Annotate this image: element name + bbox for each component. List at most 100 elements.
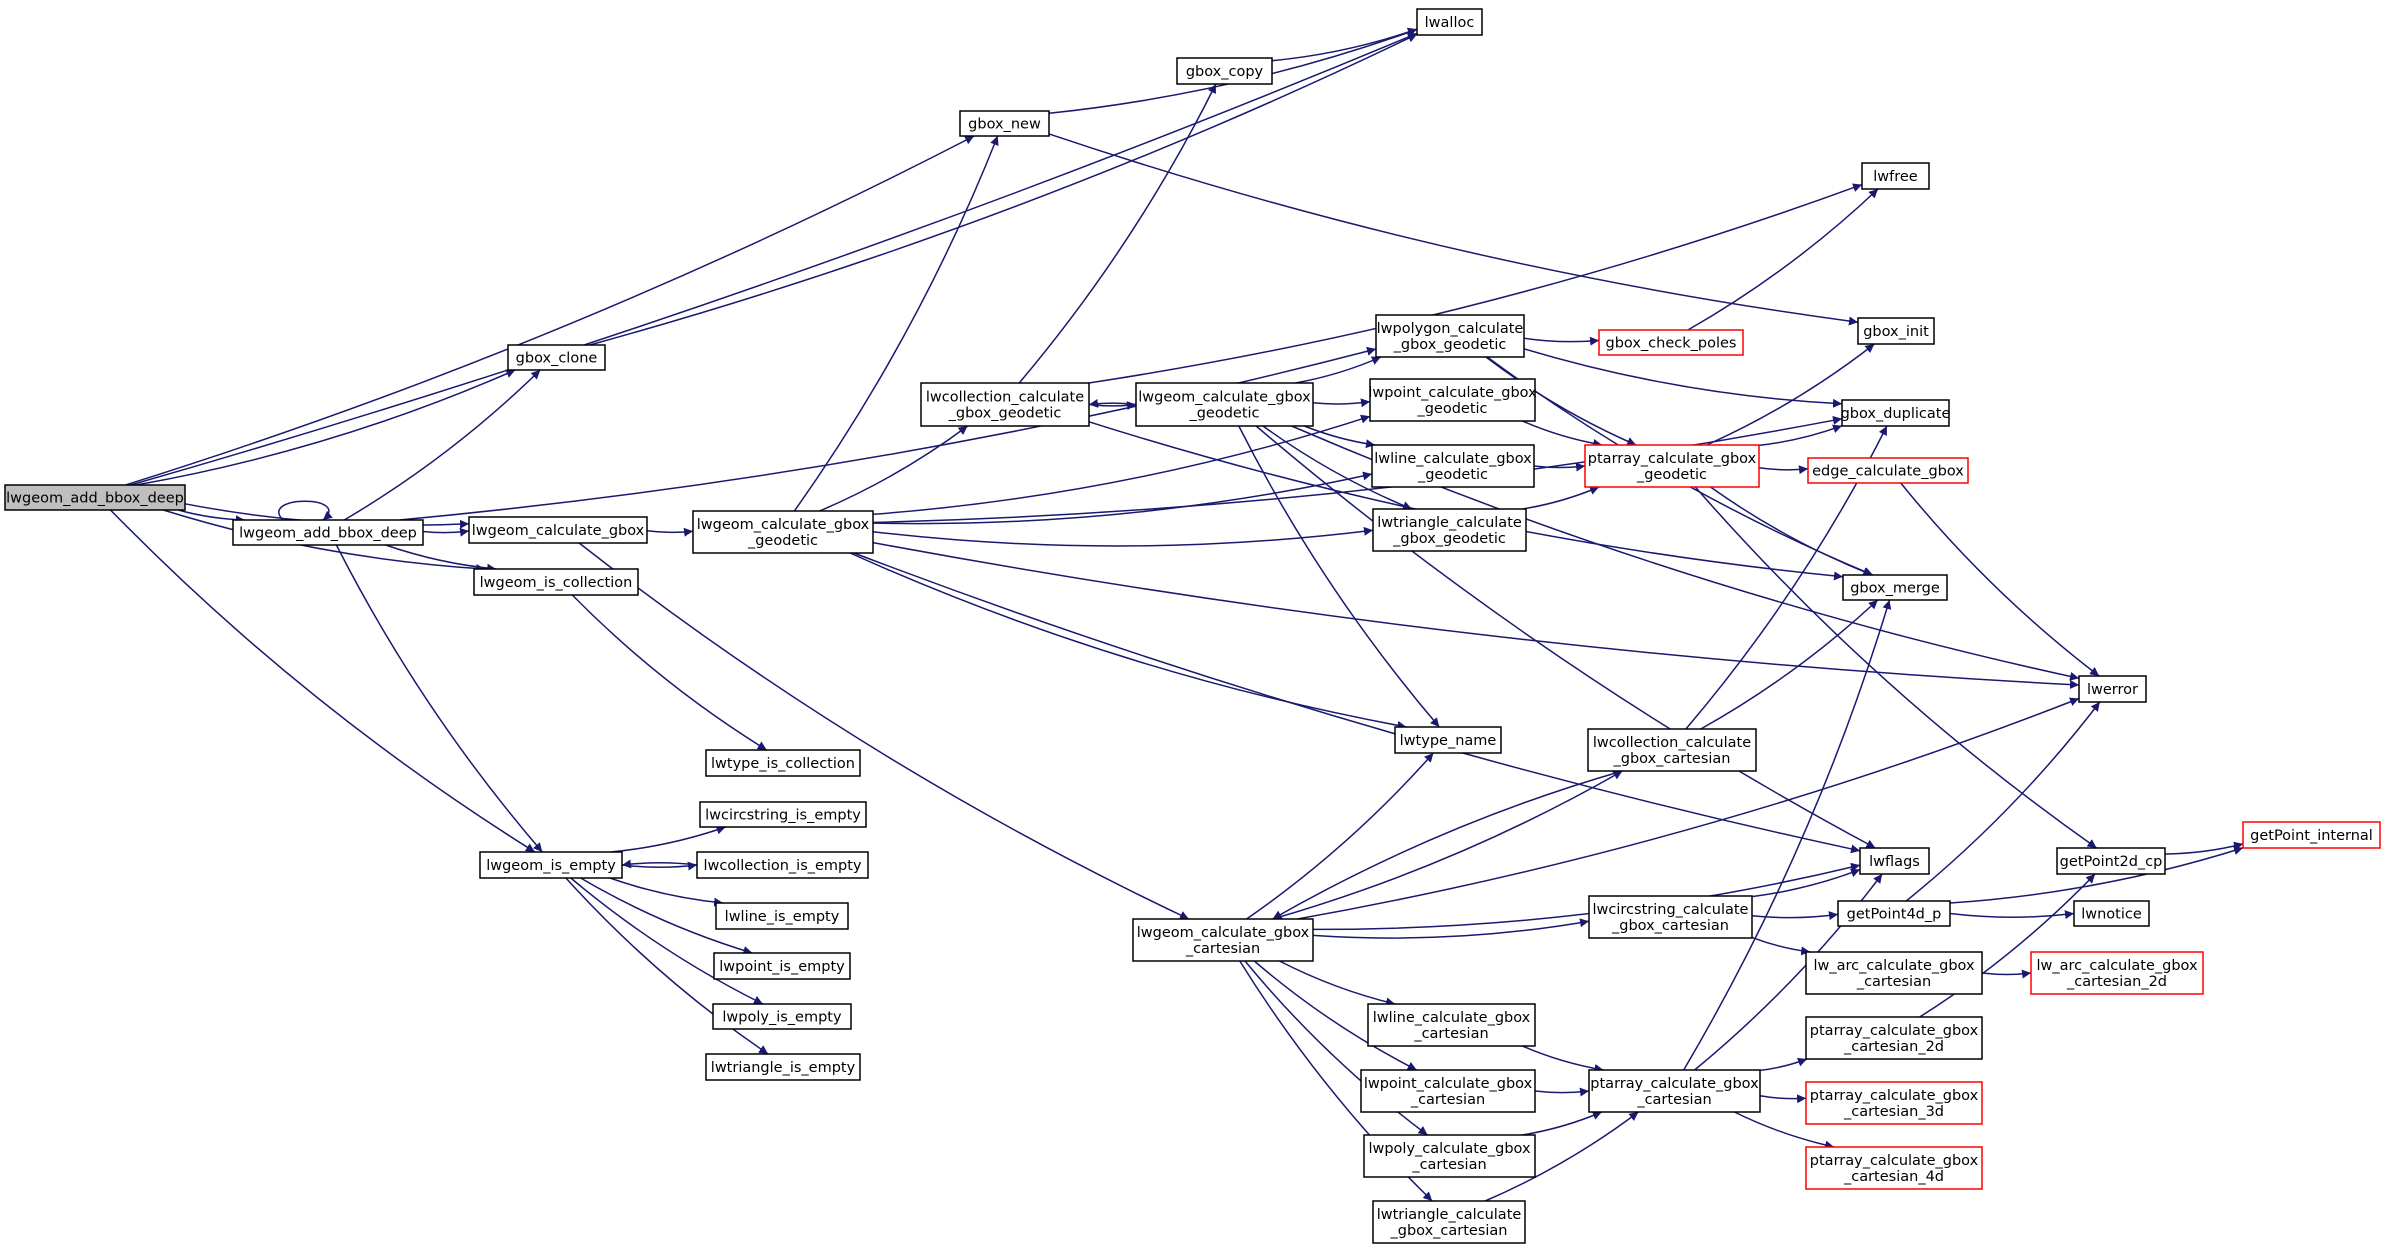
node-gbox-clone[interactable]: gbox_clone <box>507 344 606 371</box>
node-lwcoll-cart[interactable]: lwcollection_calculate_gbox_cartesian <box>1587 728 1757 772</box>
node-label: gbox_new <box>968 117 1041 133</box>
node-lwtriangle-empty[interactable]: lwtriangle_is_empty <box>705 1053 861 1081</box>
edge-ptarray_cart-to-ptarray_cart_4d <box>1734 1111 1835 1150</box>
node-label: gbox_duplicate <box>1841 406 1951 422</box>
edge-calc_cart-to-lwflags <box>1312 862 1861 931</box>
node-gbox-check-poles[interactable]: gbox_check_poles <box>1598 329 1744 356</box>
node-lwalloc[interactable]: lwalloc <box>1416 8 1483 36</box>
node-root[interactable]: lwgeom_add_bbox_deep <box>4 484 186 511</box>
node-lwcoll-geo[interactable]: lwcollection_calculate_gbox_geodetic <box>920 382 1090 427</box>
node-lwtype-name[interactable]: lwtype_name <box>1394 726 1502 754</box>
edge-arrow <box>1522 486 1600 510</box>
edge-arrow <box>1751 936 1811 956</box>
edge-calc_geodetic-to-gbox_duplicate <box>872 415 1843 524</box>
node-label: lwpoint_calculate_gbox <box>1368 385 1537 401</box>
node-label: lwcollection_is_empty <box>703 858 861 874</box>
node-calc-geodetic2[interactable]: lwgeom_calculate_gbox_geodetic <box>1135 382 1314 427</box>
node-lwtri-geo[interactable]: lwtriangle_calculate_gbox_geodetic <box>1372 508 1527 552</box>
edge-arrow <box>578 542 1190 920</box>
node-box <box>1587 728 1757 772</box>
node-gbox-init[interactable]: gbox_init <box>1857 317 1935 345</box>
node-box <box>696 851 869 879</box>
node-lwflags[interactable]: lwflags <box>1859 847 1930 875</box>
edge-arrow <box>1485 356 1637 446</box>
node-ptarray-geo[interactable]: ptarray_calculate_gbox_geodetic <box>1584 444 1760 488</box>
node-lwline-geo[interactable]: lwline_calculate_gbox_geodetic <box>1371 444 1535 488</box>
node-gbox-new[interactable]: gbox_new <box>959 110 1050 137</box>
node-lw-arc-cart[interactable]: lw_arc_calculate_gbox_cartesian <box>1805 951 1983 995</box>
edge-arrow <box>1522 1111 1603 1136</box>
node-label: lwcollection_calculate <box>926 390 1084 406</box>
node-lwtri-cart[interactable]: lwtriangle_calculate_gbox_cartesian <box>1372 1200 1526 1244</box>
node-edge-calc[interactable]: edge_calculate_gbox <box>1807 457 1969 484</box>
node-label: _gbox_cartesian <box>1390 1223 1508 1239</box>
node-is-empty[interactable]: lwgeom_is_empty <box>479 851 623 879</box>
node-ptarray-cart-4d[interactable]: ptarray_calculate_gbox_cartesian_4d <box>1805 1146 1983 1190</box>
node-lwpoly-cart[interactable]: lwpoly_calculate_gbox_cartesian <box>1363 1134 1536 1178</box>
node-lwerror[interactable]: lwerror <box>2078 675 2147 703</box>
node-label: ptarray_calculate_gbox <box>1810 1023 1979 1039</box>
edge-arrow <box>1523 348 1843 408</box>
edge-calc_geodetic-to-gbox_new <box>793 135 999 512</box>
node-getPoint4d-p[interactable]: getPoint4d_p <box>1837 900 1951 927</box>
node-add-bbox[interactable]: lwgeom_add_bbox_deep <box>232 519 424 546</box>
node-lwpoly-empty[interactable]: lwpoly_is_empty <box>712 1003 852 1030</box>
node-label: gbox_copy <box>1186 64 1264 80</box>
edge-arrow <box>1683 599 1892 1071</box>
node-box <box>1132 918 1314 962</box>
edge-arrow <box>571 594 768 751</box>
edge-arrow <box>1759 1094 1807 1104</box>
node-lw-arc-cart-2d[interactable]: lw_arc_calculate_gbox_cartesian_2d <box>2030 951 2204 995</box>
edge-gbox_new-to-gbox_init <box>1048 133 1859 326</box>
node-lwpoint-geo[interactable]: lwpoint_calculate_gbox_geodetic <box>1368 378 1537 422</box>
edges-layer <box>109 27 2244 1202</box>
node-lwcirc-cart[interactable]: lwcircstring_calculate_gbox_cartesian <box>1588 895 1753 939</box>
edge-arrow <box>1981 969 2032 979</box>
node-lwcircstring-empty[interactable]: lwcircstring_is_empty <box>699 801 867 828</box>
node-calc-cart[interactable]: lwgeom_calculate_gbox_cartesian <box>1132 918 1314 962</box>
edge-arrow <box>1694 486 2098 849</box>
edge-lw_arc_cart-to-lw_arc_cart_2d <box>1981 969 2032 979</box>
node-gbox-merge[interactable]: gbox_merge <box>1842 574 1948 601</box>
edge-arrow <box>343 369 541 521</box>
node-label: lwgeom_is_collection <box>480 575 633 591</box>
node-box <box>1363 1134 1536 1178</box>
node-gbox-copy[interactable]: gbox_copy <box>1176 57 1273 85</box>
edge-arrow <box>1949 846 2244 904</box>
node-getPoint-internal[interactable]: getPoint_internal <box>2242 821 2381 849</box>
edge-arrow <box>646 527 694 537</box>
node-lwpoint-empty[interactable]: lwpoint_is_empty <box>713 952 851 980</box>
edge-arrow <box>1949 910 2075 920</box>
node-box <box>4 484 186 511</box>
node-ptarray-cart-2d[interactable]: ptarray_calculate_gbox_cartesian_2d <box>1805 1016 1983 1060</box>
node-calc-geodetic[interactable]: lwgeom_calculate_gbox_geodetic <box>692 510 874 554</box>
node-lwpoly-geo[interactable]: lwpolygon_calculate_gbox_geodetic <box>1375 314 1525 358</box>
node-lwcollection-empty[interactable]: lwcollection_is_empty <box>696 851 869 879</box>
node-getPoint2d-cp[interactable]: getPoint2d_cp <box>2056 847 2166 875</box>
edge-lwcoll_cart-to-calc_cart <box>1272 770 1623 920</box>
edge-ptarray_geo-to-edge_calc <box>1758 465 1809 475</box>
node-box <box>507 344 606 371</box>
edge-ptarray_geo-to-gbox_merge <box>1710 486 1873 576</box>
edge-add_bbox-to-is_collection <box>385 544 497 573</box>
node-calc-gbox[interactable]: lwgeom_calculate_gbox <box>468 516 648 544</box>
node-label: _cartesian <box>1411 1157 1486 1173</box>
node-label: _geodetic <box>1188 406 1259 422</box>
node-lwline-cart[interactable]: lwline_calculate_gbox_cartesian <box>1367 1003 1536 1047</box>
edge-arrow <box>1751 868 1861 898</box>
node-lwline-empty[interactable]: lwline_is_empty <box>715 902 849 930</box>
node-is-collection[interactable]: lwgeom_is_collection <box>473 568 639 596</box>
node-box <box>1367 1003 1536 1047</box>
node-lwfree[interactable]: lwfree <box>1861 162 1930 190</box>
node-box <box>2073 900 2150 927</box>
node-gbox-duplicate[interactable]: gbox_duplicate <box>1841 399 1951 427</box>
node-lwnotice[interactable]: lwnotice <box>2073 900 2150 927</box>
node-ptarray-cart[interactable]: ptarray_calculate_gbox_cartesian <box>1588 1069 1761 1113</box>
node-lwtype-is-coll[interactable]: lwtype_is_collection <box>705 749 861 777</box>
node-box <box>1375 314 1525 358</box>
node-label: _gbox_geodetic <box>948 406 1062 422</box>
edge-calc_geodetic-to-lwtri_geo <box>872 526 1374 547</box>
node-ptarray-cart-3d[interactable]: ptarray_calculate_gbox_cartesian_3d <box>1805 1081 1983 1125</box>
node-lwpoint-cart[interactable]: lwpoint_calculate_gbox_cartesian <box>1360 1069 1536 1113</box>
node-box <box>920 382 1090 427</box>
